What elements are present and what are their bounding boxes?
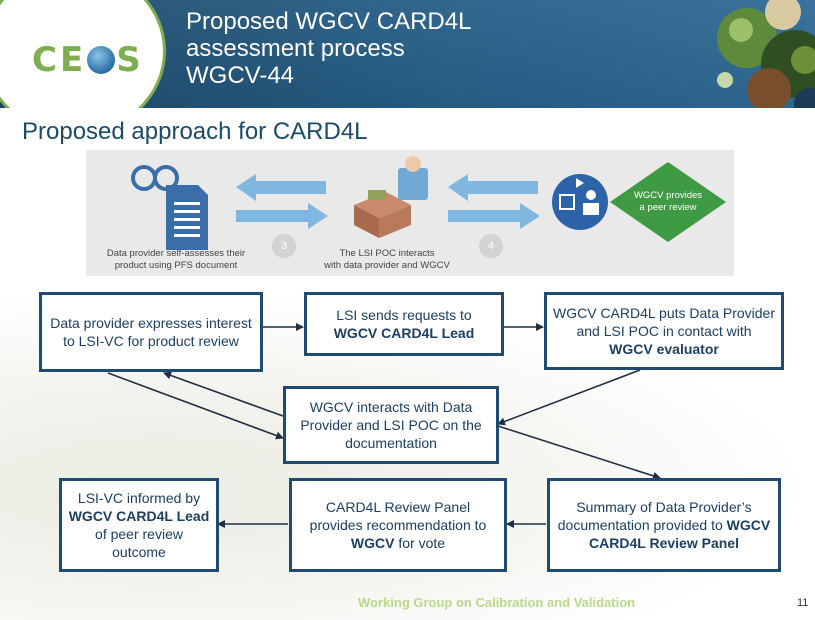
flow-box-provider-interest: Data provider expresses interest to LSI-…	[39, 292, 263, 372]
provider-caption: Data provider self-assesses their produc…	[106, 248, 246, 271]
header-title-line-1: Proposed WGCV CARD4L	[186, 8, 472, 35]
photo-bubbles-decoration	[717, 0, 815, 108]
slide-subtitle: Proposed approach for CARD4L	[22, 118, 368, 145]
right-arrow-1	[236, 203, 328, 229]
right-arrow-2	[448, 203, 540, 229]
arrow-box3-to-box4	[497, 369, 641, 426]
header-title: Proposed WGCV CARD4L assessment process …	[186, 8, 471, 89]
ceos-logo-disc	[0, 0, 166, 108]
header-title-line-2: assessment process	[186, 35, 405, 62]
step-4-label: 4	[487, 240, 495, 252]
left-arrow-2	[448, 174, 538, 201]
document-icon	[166, 185, 208, 250]
flow-box-wgcv-interacts: WGCV interacts with Data Provider and LS…	[283, 386, 499, 464]
step-3-circle	[272, 234, 296, 258]
step-3-label: 3	[280, 240, 288, 252]
flow-box-summary-provided: Summary of Data Provider’s documentation…	[547, 478, 781, 572]
lsi-caption: The LSI POC interacts with data provider…	[324, 248, 450, 271]
footer-text: Working Group on Calibration and Validat…	[358, 595, 636, 610]
flow-box-wgcv-contact: WGCV CARD4L puts Data Provider and LSI P…	[544, 292, 784, 370]
evaluator-icon	[552, 174, 608, 230]
step-4-circle	[479, 234, 503, 258]
arrow-box1-to-box4	[107, 372, 284, 440]
person-desk-icon	[354, 156, 428, 238]
wgcv-peer-review-diamond	[610, 162, 726, 242]
left-arrow-1	[236, 174, 326, 201]
flow-box-review-panel: CARD4L Review Panel provides recommendat…	[289, 478, 507, 572]
globe-icon	[87, 46, 116, 74]
arrow-box4-to-box1	[163, 371, 284, 417]
arrow-box4-to-box5	[497, 425, 661, 480]
process-strip: Data provider self-assesses their produc…	[86, 150, 734, 276]
header-title-line-3: WGCV-44	[186, 62, 295, 89]
page-number: 11	[797, 597, 809, 609]
wgcv-diamond-label: WGCV provides a peer review	[633, 190, 703, 213]
process-strip-graphics	[131, 156, 726, 258]
flow-box-lsi-informed: LSI-VC informed by WGCV CARD4L Lead of p…	[59, 478, 219, 572]
